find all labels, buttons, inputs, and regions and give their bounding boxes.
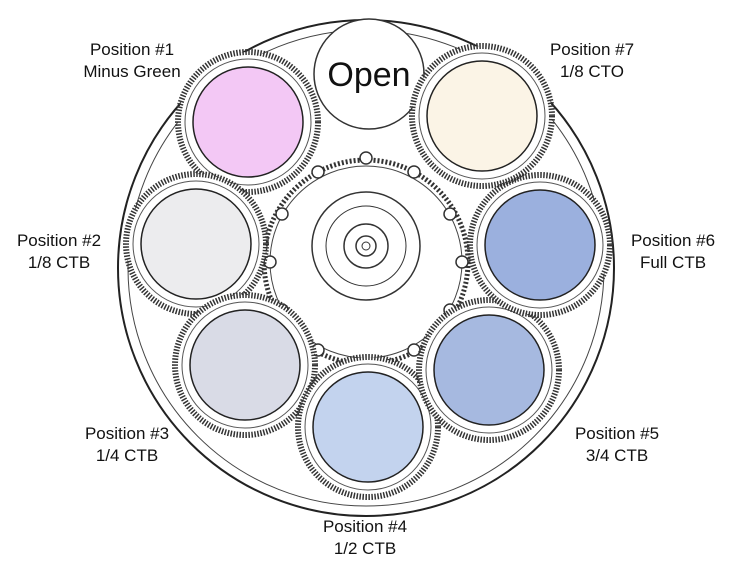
- filter-6: [484, 189, 596, 301]
- position-7-title: Position #7: [549, 40, 635, 59]
- label-position-4: Position #4 1/2 CTB: [300, 516, 430, 560]
- position-5-filter: 3/4 CTB: [585, 446, 649, 465]
- position-5-title: Position #5: [574, 424, 660, 443]
- position-6-filter: Full CTB: [639, 253, 707, 272]
- position-1-title: Position #1: [89, 40, 175, 59]
- label-position-6: Position #6 Full CTB: [614, 230, 732, 274]
- center-axle-pin: [361, 241, 371, 251]
- position-2-title: Position #2: [16, 231, 102, 250]
- filter-4: [312, 371, 424, 483]
- position-4-filter: 1/2 CTB: [333, 539, 397, 558]
- position-6-title: Position #6: [630, 231, 716, 250]
- bolt-hole: [275, 207, 289, 221]
- label-position-5: Position #5 3/4 CTB: [552, 423, 682, 467]
- bolt-hole: [455, 255, 469, 269]
- position-3-title: Position #3: [84, 424, 170, 443]
- position-2-filter: 1/8 CTB: [27, 253, 91, 272]
- bolt-hole: [263, 255, 277, 269]
- filter-3: [189, 309, 301, 421]
- bolt-hole: [443, 207, 457, 221]
- label-position-1: Position #1 Minus Green: [52, 39, 212, 83]
- position-3-filter: 1/4 CTB: [95, 446, 159, 465]
- bolt-hole: [407, 343, 421, 357]
- open-label: Open: [327, 56, 410, 94]
- filter-5: [433, 314, 545, 426]
- filter-slots: [123, 43, 613, 500]
- label-position-3: Position #3 1/4 CTB: [62, 423, 192, 467]
- position-1-filter: Minus Green: [83, 62, 181, 81]
- filter-2: [140, 188, 252, 300]
- filter-7: [426, 60, 538, 172]
- bolt-hole: [407, 165, 421, 179]
- label-position-2: Position #2 1/8 CTB: [0, 230, 118, 274]
- position-7-filter: 1/8 CTO: [560, 62, 624, 81]
- open-slot: [313, 18, 425, 130]
- bolt-hole: [311, 165, 325, 179]
- label-position-7: Position #7 1/8 CTO: [512, 39, 672, 83]
- filter-1: [192, 66, 304, 178]
- bolt-hole: [359, 151, 373, 165]
- position-4-title: Position #4: [322, 517, 408, 536]
